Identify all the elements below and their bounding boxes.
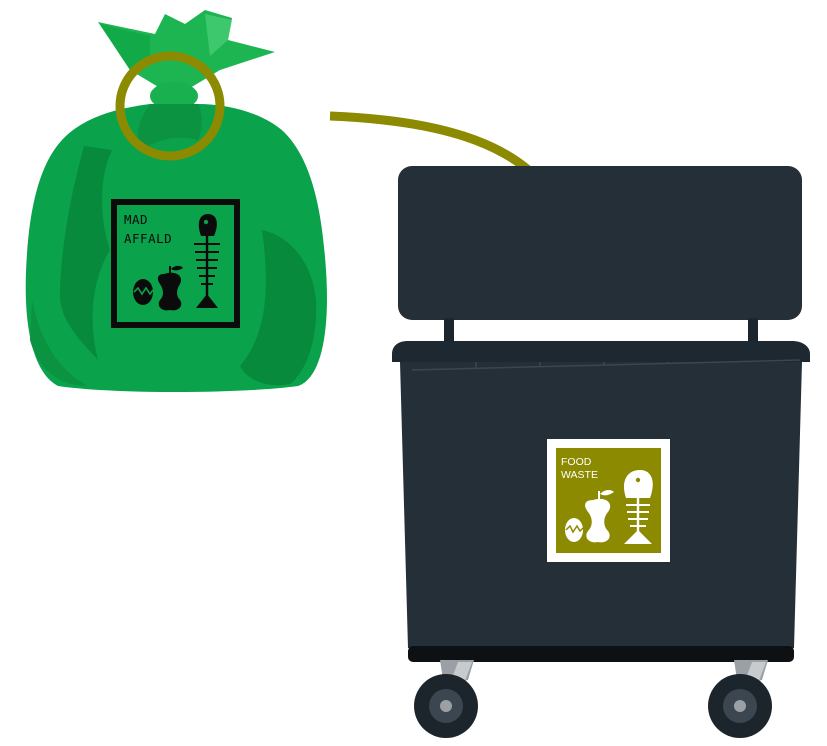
bag-label-line-2: AFFALD	[124, 231, 172, 246]
bin-rim	[392, 341, 810, 362]
bin-food-waste-label: FOOD WASTE	[547, 439, 670, 562]
bin-label-line-2: WASTE	[561, 469, 598, 481]
food-waste-bin: FOOD WASTE	[392, 166, 810, 738]
bag-label-line-1: MAD	[124, 212, 148, 227]
bin-wheel-left	[414, 660, 478, 738]
green-waste-bag: MAD AFFALD	[26, 10, 327, 392]
bin-label-line-1: FOOD	[561, 456, 592, 468]
bin-lid	[398, 166, 802, 320]
bin-lid-hinge	[748, 318, 758, 342]
bin-base	[408, 646, 794, 662]
egg-icon	[133, 279, 153, 305]
bag-food-waste-label: MAD AFFALD	[111, 199, 240, 328]
bin-lid-hinge	[444, 318, 454, 342]
bin-wheel-right	[708, 660, 772, 738]
egg-icon	[565, 518, 583, 542]
